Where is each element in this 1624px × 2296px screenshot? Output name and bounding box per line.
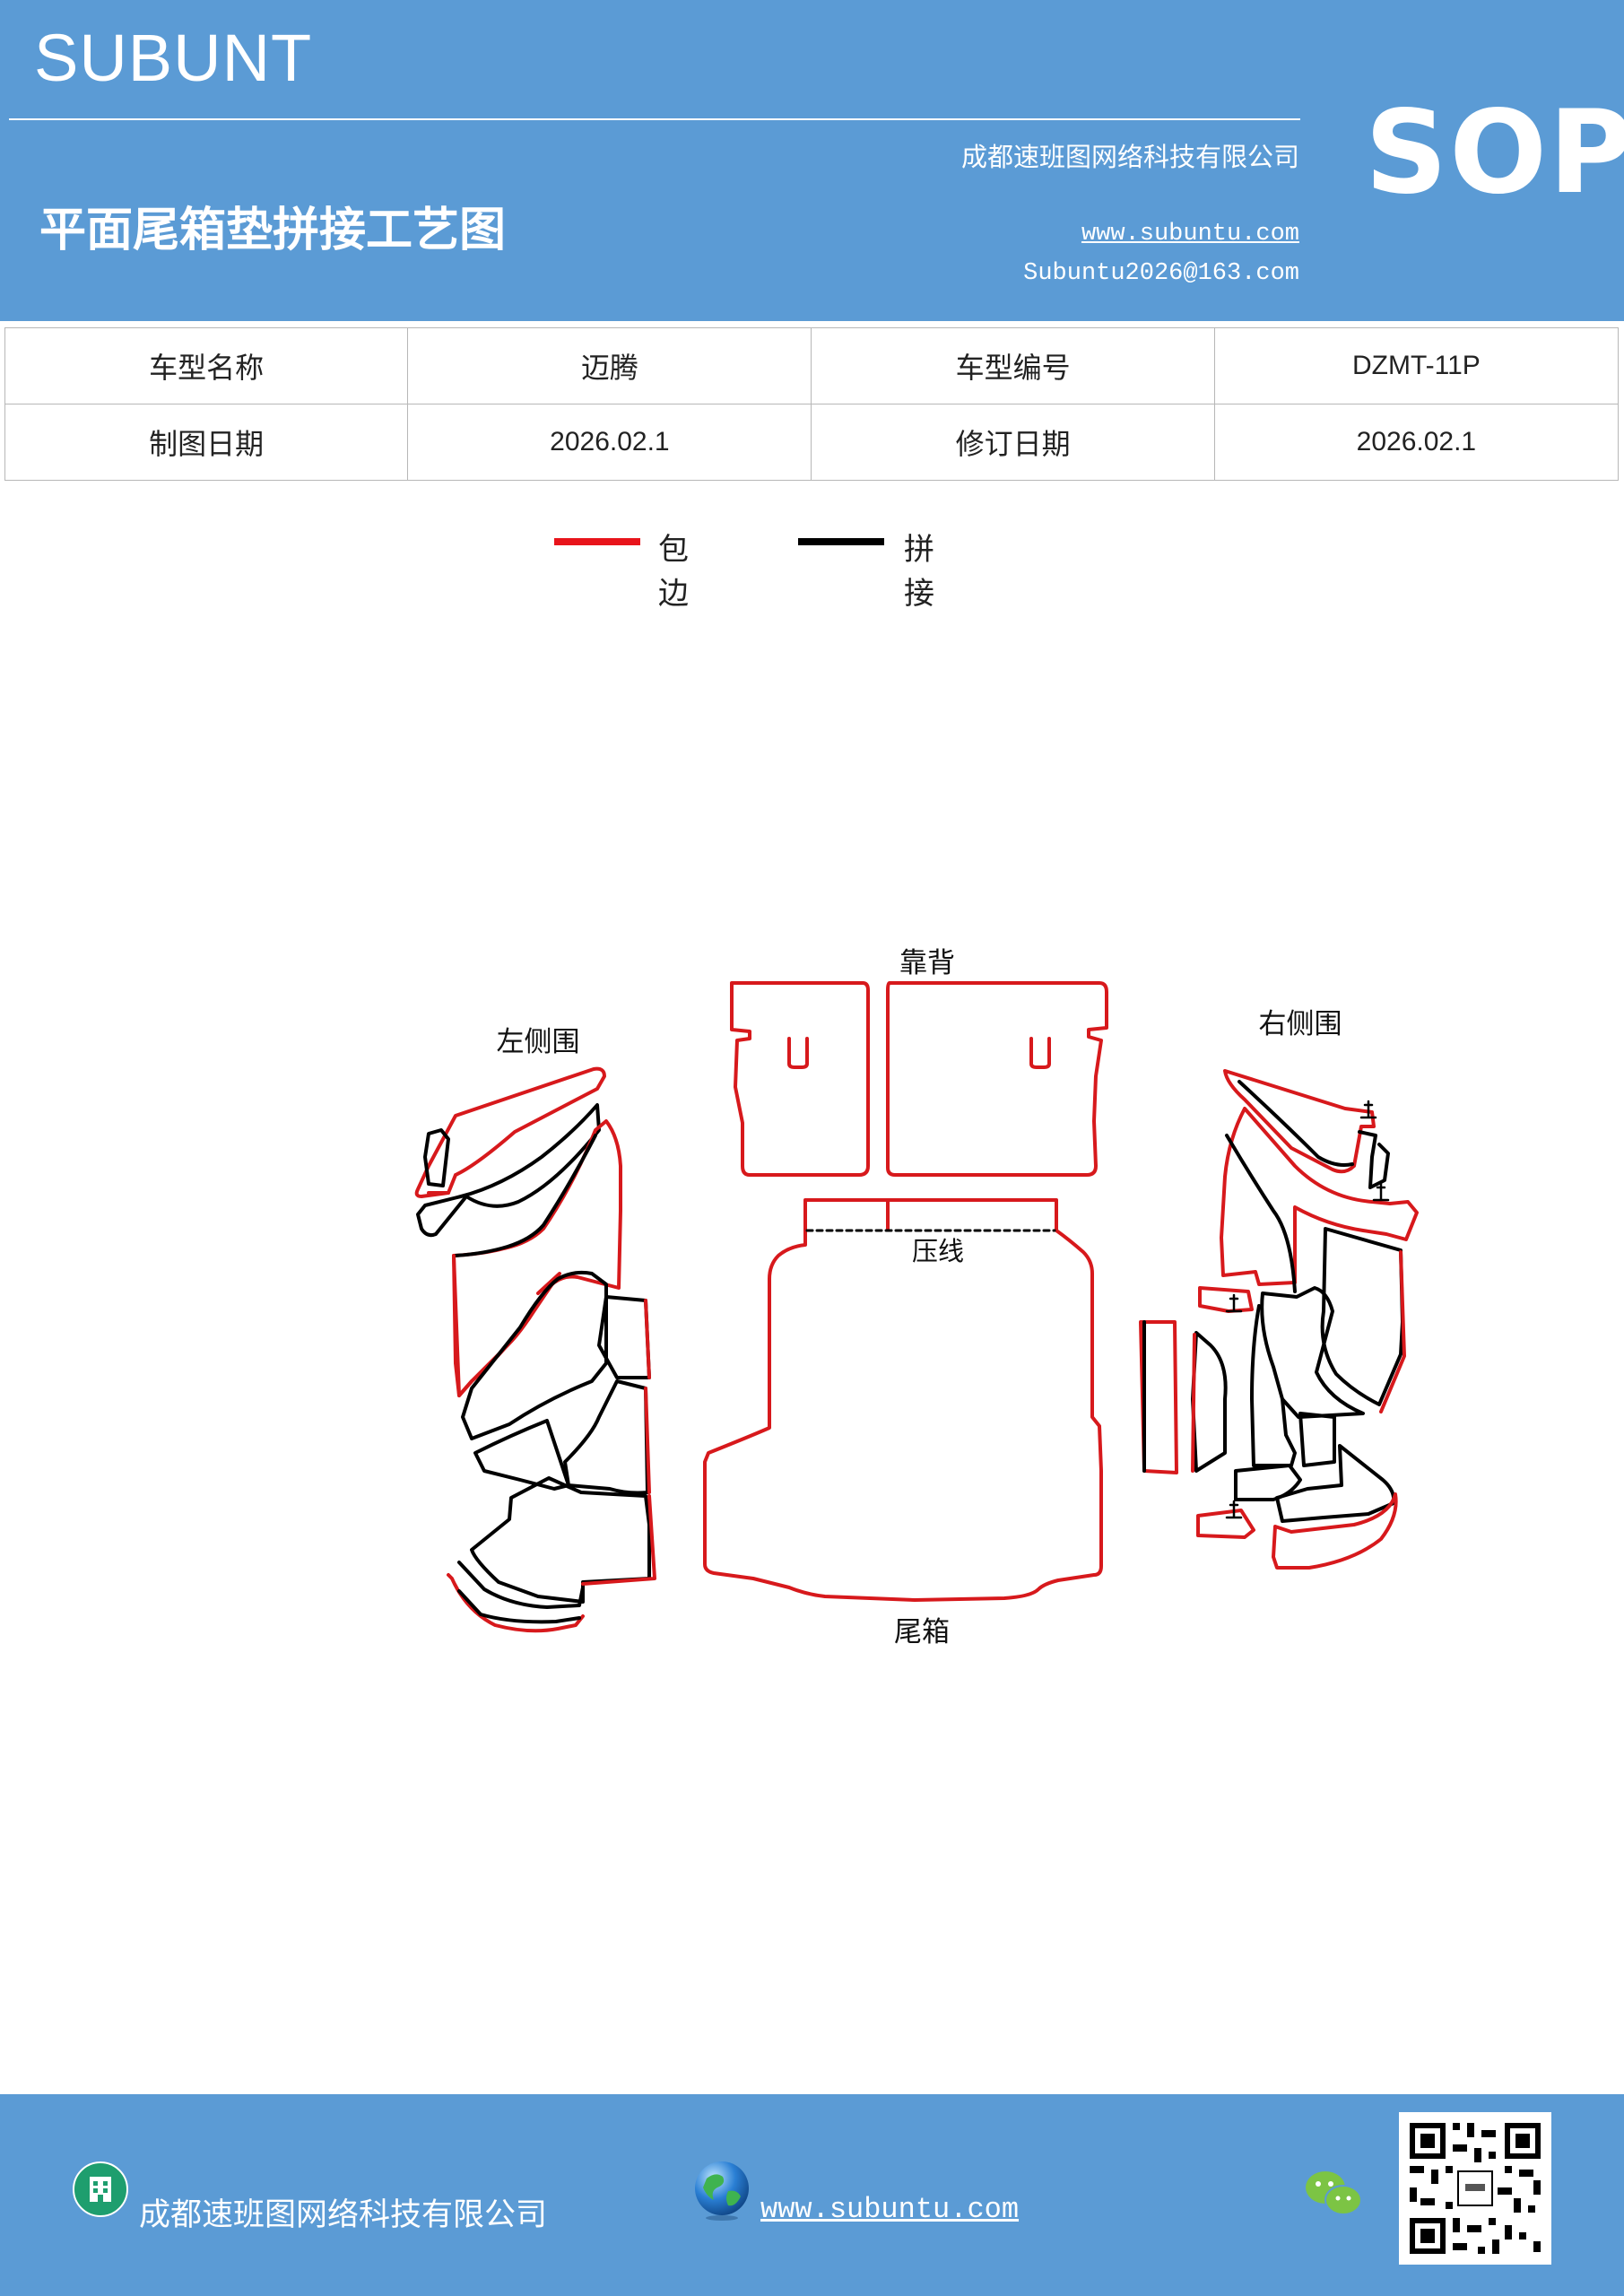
model-name-label: 车型名称 (4, 327, 409, 404)
seam-legend-label: 拼接 (904, 532, 934, 612)
revision-date-value: 2026.02.1 (1213, 404, 1620, 481)
left-side-bottom-inner (457, 1589, 581, 1624)
model-code-value: DZMT-11P (1213, 327, 1620, 404)
building-icon (73, 2161, 128, 2217)
left-side-lower-edge (581, 1494, 656, 1586)
left-side-mid-left (452, 1254, 561, 1397)
right-side-wedge-piece (1191, 1331, 1228, 1473)
left-side-mid-seam (454, 1134, 597, 1257)
model-name-value: 迈腾 (407, 327, 812, 404)
trunk-floor-panel (703, 1198, 1103, 1602)
drawing-date-value: 2026.02.1 (407, 404, 812, 481)
qr-code[interactable] (1399, 2112, 1551, 2265)
splice-marker (1225, 1500, 1243, 1519)
left-side-wedge (461, 1270, 608, 1440)
sop-badge: SOP (1365, 86, 1624, 220)
backrest-left-panel (730, 981, 870, 1177)
footer-company-name: 成都速班图网络科技有限公司 (139, 2197, 548, 2233)
edge-legend-line (554, 538, 640, 545)
table-row: 制图日期 2026.02.1 修订日期 2026.02.1 (4, 404, 1620, 481)
vehicle-info-table: 车型名称 迈腾 车型编号 DZMT-11P 制图日期 2026.02.1 修订日… (4, 327, 1620, 481)
right-side-inner-seam (1225, 1134, 1297, 1293)
left-side-top-strip (414, 1066, 606, 1198)
splice-marker (1372, 1182, 1390, 1202)
right-side-inner-strip (1250, 1304, 1297, 1467)
seam-legend-line (798, 538, 884, 545)
right-side-top-seam (1238, 1080, 1354, 1167)
right-side-right-panel (1320, 1227, 1404, 1406)
right-side-right-edge (1379, 1250, 1406, 1413)
right-side-small-block (1298, 1412, 1336, 1467)
label-trunk: 尾箱 (894, 1616, 950, 1648)
right-side-center-piece (1260, 1286, 1365, 1419)
left-side-right-edge-2 (644, 1387, 651, 1494)
left-side-right-edge-1 (644, 1299, 651, 1379)
right-side-lower-curve (1272, 1492, 1398, 1570)
left-side-upper-piece (416, 1103, 601, 1238)
email-address: Subuntu2026@163.com (1023, 260, 1299, 287)
left-side-right-block-1 (597, 1295, 651, 1379)
right-side-bracket-2 (1196, 1509, 1255, 1539)
left-side-small-tab (423, 1128, 450, 1187)
left-side-bottom-curl (457, 1561, 585, 1609)
header-divider (9, 118, 1300, 120)
document-title: 平面尾箱垫拼接工艺图 (39, 203, 507, 257)
backrest-left-handle (787, 1037, 809, 1069)
table-row: 车型名称 迈腾 车型编号 DZMT-11P (4, 327, 1620, 404)
right-side-lower-block (1234, 1464, 1302, 1501)
right-side-tab (1358, 1130, 1390, 1189)
label-crease: 压线 (912, 1236, 964, 1266)
label-left-side: 左侧围 (497, 1026, 580, 1058)
right-side-upper-panel (1220, 1107, 1419, 1286)
footer-website-link[interactable]: www.subuntu.com (760, 2193, 1020, 2226)
mat-splice-diagram: 靠背 左侧围 右侧围 压线 尾箱 (414, 947, 1419, 1648)
left-side-right-block-2 (563, 1379, 649, 1495)
right-side-bracket-1 (1198, 1286, 1254, 1313)
splice-marker (1359, 1100, 1377, 1119)
drawing-date-label: 制图日期 (4, 404, 409, 481)
footer-banner: 成都速班图网络科技有限公司 www.subuntu.com (0, 2094, 1624, 2296)
left-side-lower-piece (470, 1476, 651, 1604)
globe-icon (695, 2161, 749, 2221)
header-banner: SUBUNT 成都速班图网络科技有限公司 平面尾箱垫拼接工艺图 www.subu… (0, 0, 1624, 321)
label-backrest: 靠背 (899, 947, 955, 979)
revision-date-label: 修订日期 (811, 404, 1215, 481)
company-name: 成都速班图网络科技有限公司 (960, 142, 1299, 172)
wechat-icon (1306, 2171, 1362, 2215)
right-side-wedge-edge (1191, 1333, 1196, 1473)
website-link[interactable]: www.subuntu.com (1081, 221, 1299, 248)
right-side-top-strip (1223, 1069, 1376, 1174)
edge-legend-label: 包边 (658, 532, 689, 612)
brand-name: SUBUNT (34, 21, 313, 95)
label-right-side: 右侧围 (1259, 1008, 1342, 1040)
splice-marker (1225, 1293, 1243, 1313)
model-code-label: 车型编号 (811, 327, 1215, 404)
backrest-right-panel (886, 981, 1108, 1177)
backrest-right-handle (1029, 1037, 1051, 1069)
left-side-lower-mid (473, 1419, 570, 1491)
